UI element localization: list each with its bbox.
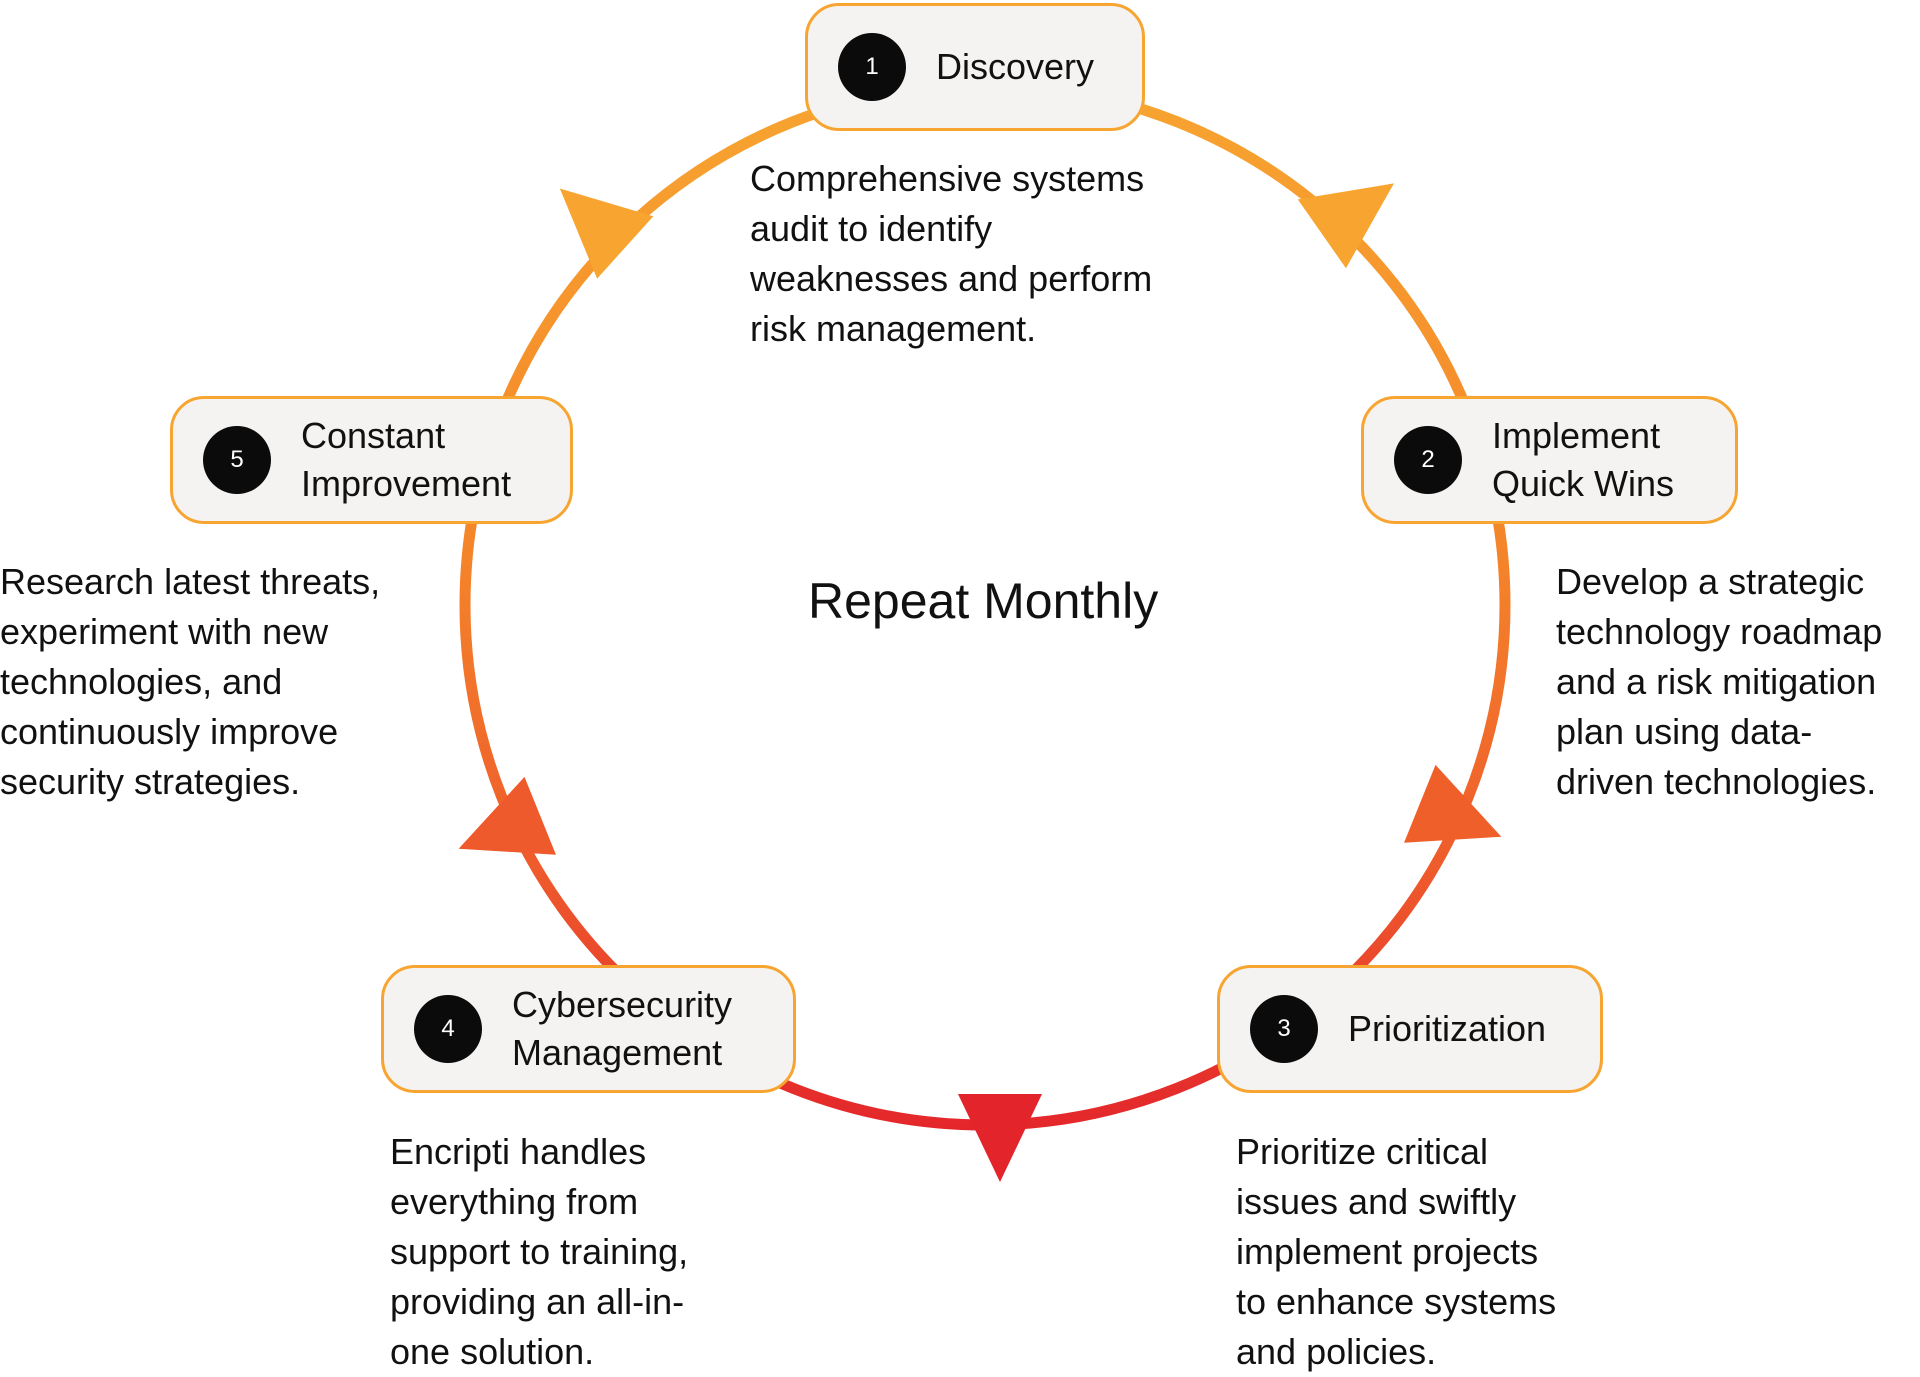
step-description-3: Prioritize critical issues and swiftly i… (1236, 1127, 1556, 1377)
step-description-4-line: providing an all-in- (390, 1281, 685, 1322)
step-title-4: Cybersecurity Management (512, 981, 732, 1077)
step-title-2-line: Quick Wins (1492, 463, 1675, 504)
step-title-4-line: Cybersecurity (512, 984, 733, 1025)
step-description-4-line: support to training, (390, 1231, 689, 1272)
step-description-1-line: Comprehensive systems (750, 158, 1145, 199)
step-box-4: 4 Cybersecurity Management (381, 965, 796, 1093)
step-title-2-line: Implement (1492, 415, 1661, 456)
step-title-3: Prioritization (1348, 1005, 1546, 1053)
step-description-2-line: and a risk mitigation (1556, 661, 1877, 702)
step-description-5-line: experiment with new (0, 611, 329, 652)
step-title-1: Discovery (936, 43, 1094, 91)
step-title-5-line: Constant (301, 415, 446, 456)
cycle-arrow-1 (1297, 183, 1394, 269)
step-description-3-line: implement projects (1236, 1231, 1539, 1272)
step-description-3-line: Prioritize critical (1236, 1131, 1489, 1172)
step-description-2-line: plan using data- (1556, 711, 1813, 752)
step-title-5-line: Improvement (301, 463, 512, 504)
step-description-5-line: continuously improve (0, 711, 339, 752)
step-title-3-line: Prioritization (1348, 1008, 1547, 1049)
cycle-arrow-5 (559, 188, 654, 279)
step-description-2-line: technology roadmap (1556, 611, 1883, 652)
step-number-badge-3: 3 (1250, 995, 1318, 1063)
step-title-4-line: Management (512, 1032, 723, 1073)
step-description-4-line: Encripti handles (390, 1131, 647, 1172)
step-title-2: Implement Quick Wins (1492, 412, 1674, 508)
step-number-badge-2: 2 (1394, 426, 1462, 494)
step-description-1: Comprehensive systems audit to identify … (750, 154, 1152, 354)
step-description-3-line: issues and swiftly (1236, 1181, 1517, 1222)
step-description-4-line: everything from (390, 1181, 639, 1222)
step-box-5: 5 Constant Improvement (170, 396, 573, 524)
step-description-3-line: and policies. (1236, 1331, 1437, 1372)
center-label: Repeat Monthly (808, 573, 1159, 629)
step-title-1-line: Discovery (936, 46, 1095, 87)
step-description-3-line: to enhance systems (1236, 1281, 1557, 1322)
step-description-4: Encripti handles everything from support… (390, 1127, 688, 1377)
step-description-5-line: Research latest threats, (0, 561, 381, 602)
step-description-4-line: one solution. (390, 1331, 595, 1372)
step-number-badge-5: 5 (203, 426, 271, 494)
step-number-badge-4: 4 (414, 995, 482, 1063)
step-box-1: 1 Discovery (805, 3, 1145, 131)
step-description-5-line: security strategies. (0, 761, 301, 802)
step-description-1-line: risk management. (750, 308, 1037, 349)
cycle-arrow-3 (958, 1094, 1042, 1182)
step-title-5: Constant Improvement (301, 412, 511, 508)
step-description-5: Research latest threats, experiment with… (0, 557, 380, 807)
step-description-2-line: driven technologies. (1556, 761, 1877, 802)
cycle-arrow-2 (1404, 764, 1502, 843)
step-box-3: 3 Prioritization (1217, 965, 1603, 1093)
step-description-2: Develop a strategic technology roadmap a… (1556, 557, 1882, 807)
step-number-badge-1: 1 (838, 33, 906, 101)
step-description-1-line: weaknesses and perform (750, 258, 1153, 299)
step-description-1-line: audit to identify (750, 208, 993, 249)
step-box-2: 2 Implement Quick Wins (1361, 396, 1738, 524)
step-description-5-line: technologies, and (0, 661, 283, 702)
step-description-2-line: Develop a strategic (1556, 561, 1865, 602)
cycle-arrow-4 (458, 776, 556, 855)
